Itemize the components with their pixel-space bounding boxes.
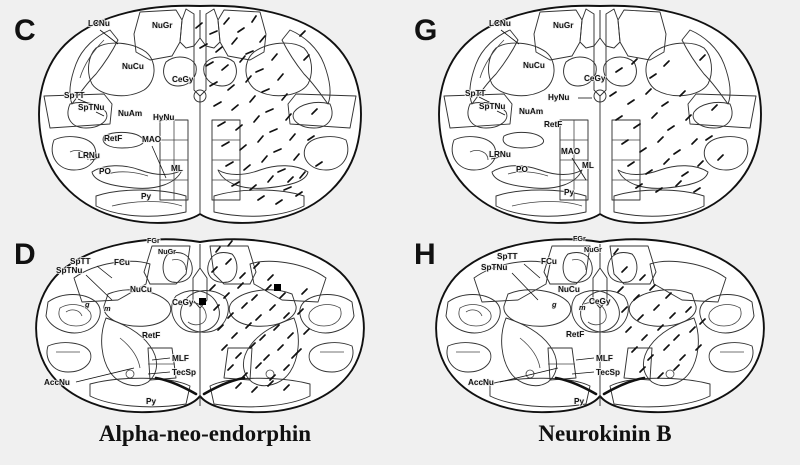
panel-G-label-SpTNu: SpTNu — [479, 102, 505, 111]
panel-D-label-AccNu: AccNu — [44, 378, 70, 387]
panel-letter-C: C — [14, 14, 36, 47]
panel-C-diagram: LCNu NuGr NuCu CeGy SpTT SpTNu NuAm HyNu… — [38, 4, 362, 224]
panel-H-diagram: FGr NuGr SpTT FCu SpTNu NuCu CeGy g m Re… — [435, 233, 765, 414]
panel-letter-G: G — [414, 14, 438, 47]
panel-C-label-LRNu: LRNu — [78, 151, 100, 160]
panel-C-label-RetF: RetF — [104, 134, 122, 143]
panel-C-label-NuGr: NuGr — [152, 21, 173, 30]
panel-H-label-FCu: FCu — [541, 257, 557, 266]
panel-D-label-NuCu: NuCu — [130, 285, 152, 294]
panel-D-label-FGr: FGr — [147, 236, 160, 245]
panel-C-label-NuAm: NuAm — [118, 109, 142, 118]
panel-H-label-FGr: FGr — [573, 234, 586, 243]
panel-H-label-SpTT: SpTT — [497, 252, 517, 261]
panel-G-label-NuCu: NuCu — [523, 61, 545, 70]
panel-G-label-NuGr: NuGr — [553, 21, 574, 30]
panel-H-label-CeGy: CeGy — [589, 297, 611, 306]
panel-G-label-HyNu: HyNu — [548, 93, 569, 102]
panel-H-label-AccNu: AccNu — [468, 378, 494, 387]
panel-G-label-ML: ML — [582, 161, 594, 170]
panel-C-label-Py: Py — [141, 192, 151, 201]
panel-H-label-SpTNu: SpTNu — [481, 263, 507, 272]
panel-G-label-LCNu: LCNu — [489, 19, 511, 28]
panel-letter-H: H — [414, 238, 436, 271]
panel-D-label-g: g — [84, 300, 90, 309]
panel-G-diagram: LCNu NuGr NuCu CeGy SpTT SpTNu HyNu NuAm… — [438, 4, 762, 224]
panel-D-marker-1 — [199, 298, 206, 305]
panel-C-label-LCNu: LCNu — [88, 19, 110, 28]
panel-G-label-NuAm: NuAm — [519, 107, 543, 116]
panel-H-label-NuGr: NuGr — [584, 245, 602, 254]
caption-alpha-neo-endorphin: Alpha-neo-endorphin — [98, 421, 312, 446]
panel-D-marker-2 — [274, 284, 281, 291]
panel-C-label-MAO: MAO — [142, 135, 162, 144]
caption-neurokinin-b: Neurokinin B — [538, 421, 672, 446]
panel-D-label-SpTNu: SpTNu — [56, 266, 82, 275]
panel-C-label-CeGy: CeGy — [172, 75, 194, 84]
panel-H-label-TecSp: TecSp — [596, 368, 620, 377]
panel-G-label-LRNu: LRNu — [489, 150, 511, 159]
panel-letter-D: D — [14, 238, 36, 271]
panel-G-label-Py: Py — [564, 188, 574, 197]
panel-H-label-m: m — [579, 303, 586, 312]
panel-G-label-RetF: RetF — [544, 120, 562, 129]
panel-C-label-PO: PO — [99, 167, 111, 176]
panel-G-label-CeGy: CeGy — [584, 74, 606, 83]
panel-D-label-RetF: RetF — [142, 331, 160, 340]
panel-D-label-SpTT: SpTT — [70, 257, 90, 266]
panel-C-label-SpTT: SpTT — [64, 91, 84, 100]
panel-C-label-HyNu: HyNu — [153, 113, 174, 122]
panel-D-label-Py: Py — [146, 397, 156, 406]
panel-H-label-RetF: RetF — [566, 330, 584, 339]
panel-G-label-MAO: MAO — [561, 147, 581, 156]
panel-G-label-PO: PO — [516, 165, 528, 174]
panel-D-label-m: m — [104, 304, 111, 313]
panel-D-label-TecSp: TecSp — [172, 368, 196, 377]
panel-C-label-NuCu: NuCu — [122, 62, 144, 71]
panel-D-label-MLF: MLF — [172, 354, 189, 363]
panel-H-label-Py: Py — [574, 397, 584, 406]
panel-C-label-ML: ML — [171, 164, 183, 173]
panel-H-label-MLF: MLF — [596, 354, 613, 363]
panel-D-label-NuGr: NuGr — [158, 247, 176, 256]
panel-G-label-SpTT: SpTT — [465, 89, 485, 98]
panel-C-label-SpTNu: SpTNu — [78, 103, 104, 112]
panel-D-diagram: FGr NuGr SpTT FCu SpTNu NuCu CeGy g m Re… — [35, 235, 365, 414]
panel-D-label-CeGy: CeGy — [172, 298, 194, 307]
panel-D-label-FCu: FCu — [114, 258, 130, 267]
panel-H-label-g: g — [551, 300, 557, 309]
panel-H-label-NuCu: NuCu — [558, 285, 580, 294]
